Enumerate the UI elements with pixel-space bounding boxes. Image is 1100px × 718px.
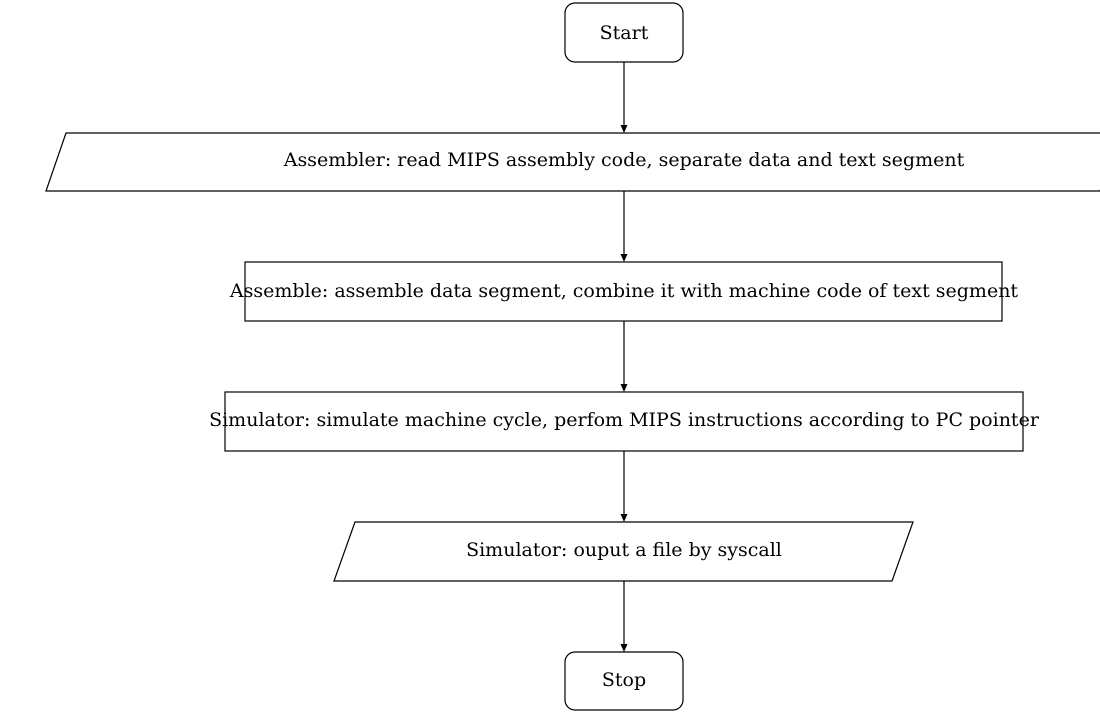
output-node: Simulator: ouput a file by syscall bbox=[333, 521, 914, 582]
arrowhead-icon bbox=[620, 254, 628, 262]
arrowhead-icon bbox=[620, 644, 628, 652]
stop-node-shape bbox=[564, 651, 684, 711]
assemble-node-shape bbox=[244, 261, 1003, 322]
simulate-node-label: Simulator: simulate machine cycle, perfo… bbox=[209, 409, 1040, 431]
connector-start-to-read bbox=[620, 62, 628, 133]
output-node-label: Simulator: ouput a file by syscall bbox=[466, 539, 782, 561]
arrowhead-icon bbox=[620, 125, 628, 133]
stop-node: Stop bbox=[564, 651, 684, 711]
assemble-node-label: Assemble: assemble data segment, combine… bbox=[229, 280, 1019, 302]
assemble-node: Assemble: assemble data segment, combine… bbox=[229, 261, 1019, 322]
simulate-node-shape bbox=[224, 391, 1024, 452]
connector-simulate-to-output bbox=[620, 451, 628, 522]
connector-output-to-stop bbox=[620, 581, 628, 652]
read-input-node-shape bbox=[45, 132, 1100, 192]
arrowhead-icon bbox=[620, 384, 628, 392]
start-node: Start bbox=[564, 2, 684, 63]
output-node-shape bbox=[333, 521, 914, 582]
read-input-node: Assembler: read MIPS assembly code, sepa… bbox=[45, 132, 1100, 192]
stop-node-label: Stop bbox=[602, 669, 646, 691]
connector-read-to-assemble bbox=[620, 191, 628, 262]
read-input-node-label: Assembler: read MIPS assembly code, sepa… bbox=[283, 149, 965, 171]
connector-assemble-to-simulate bbox=[620, 321, 628, 392]
arrowhead-icon bbox=[620, 514, 628, 522]
start-node-label: Start bbox=[600, 22, 649, 44]
simulate-node: Simulator: simulate machine cycle, perfo… bbox=[209, 391, 1040, 452]
